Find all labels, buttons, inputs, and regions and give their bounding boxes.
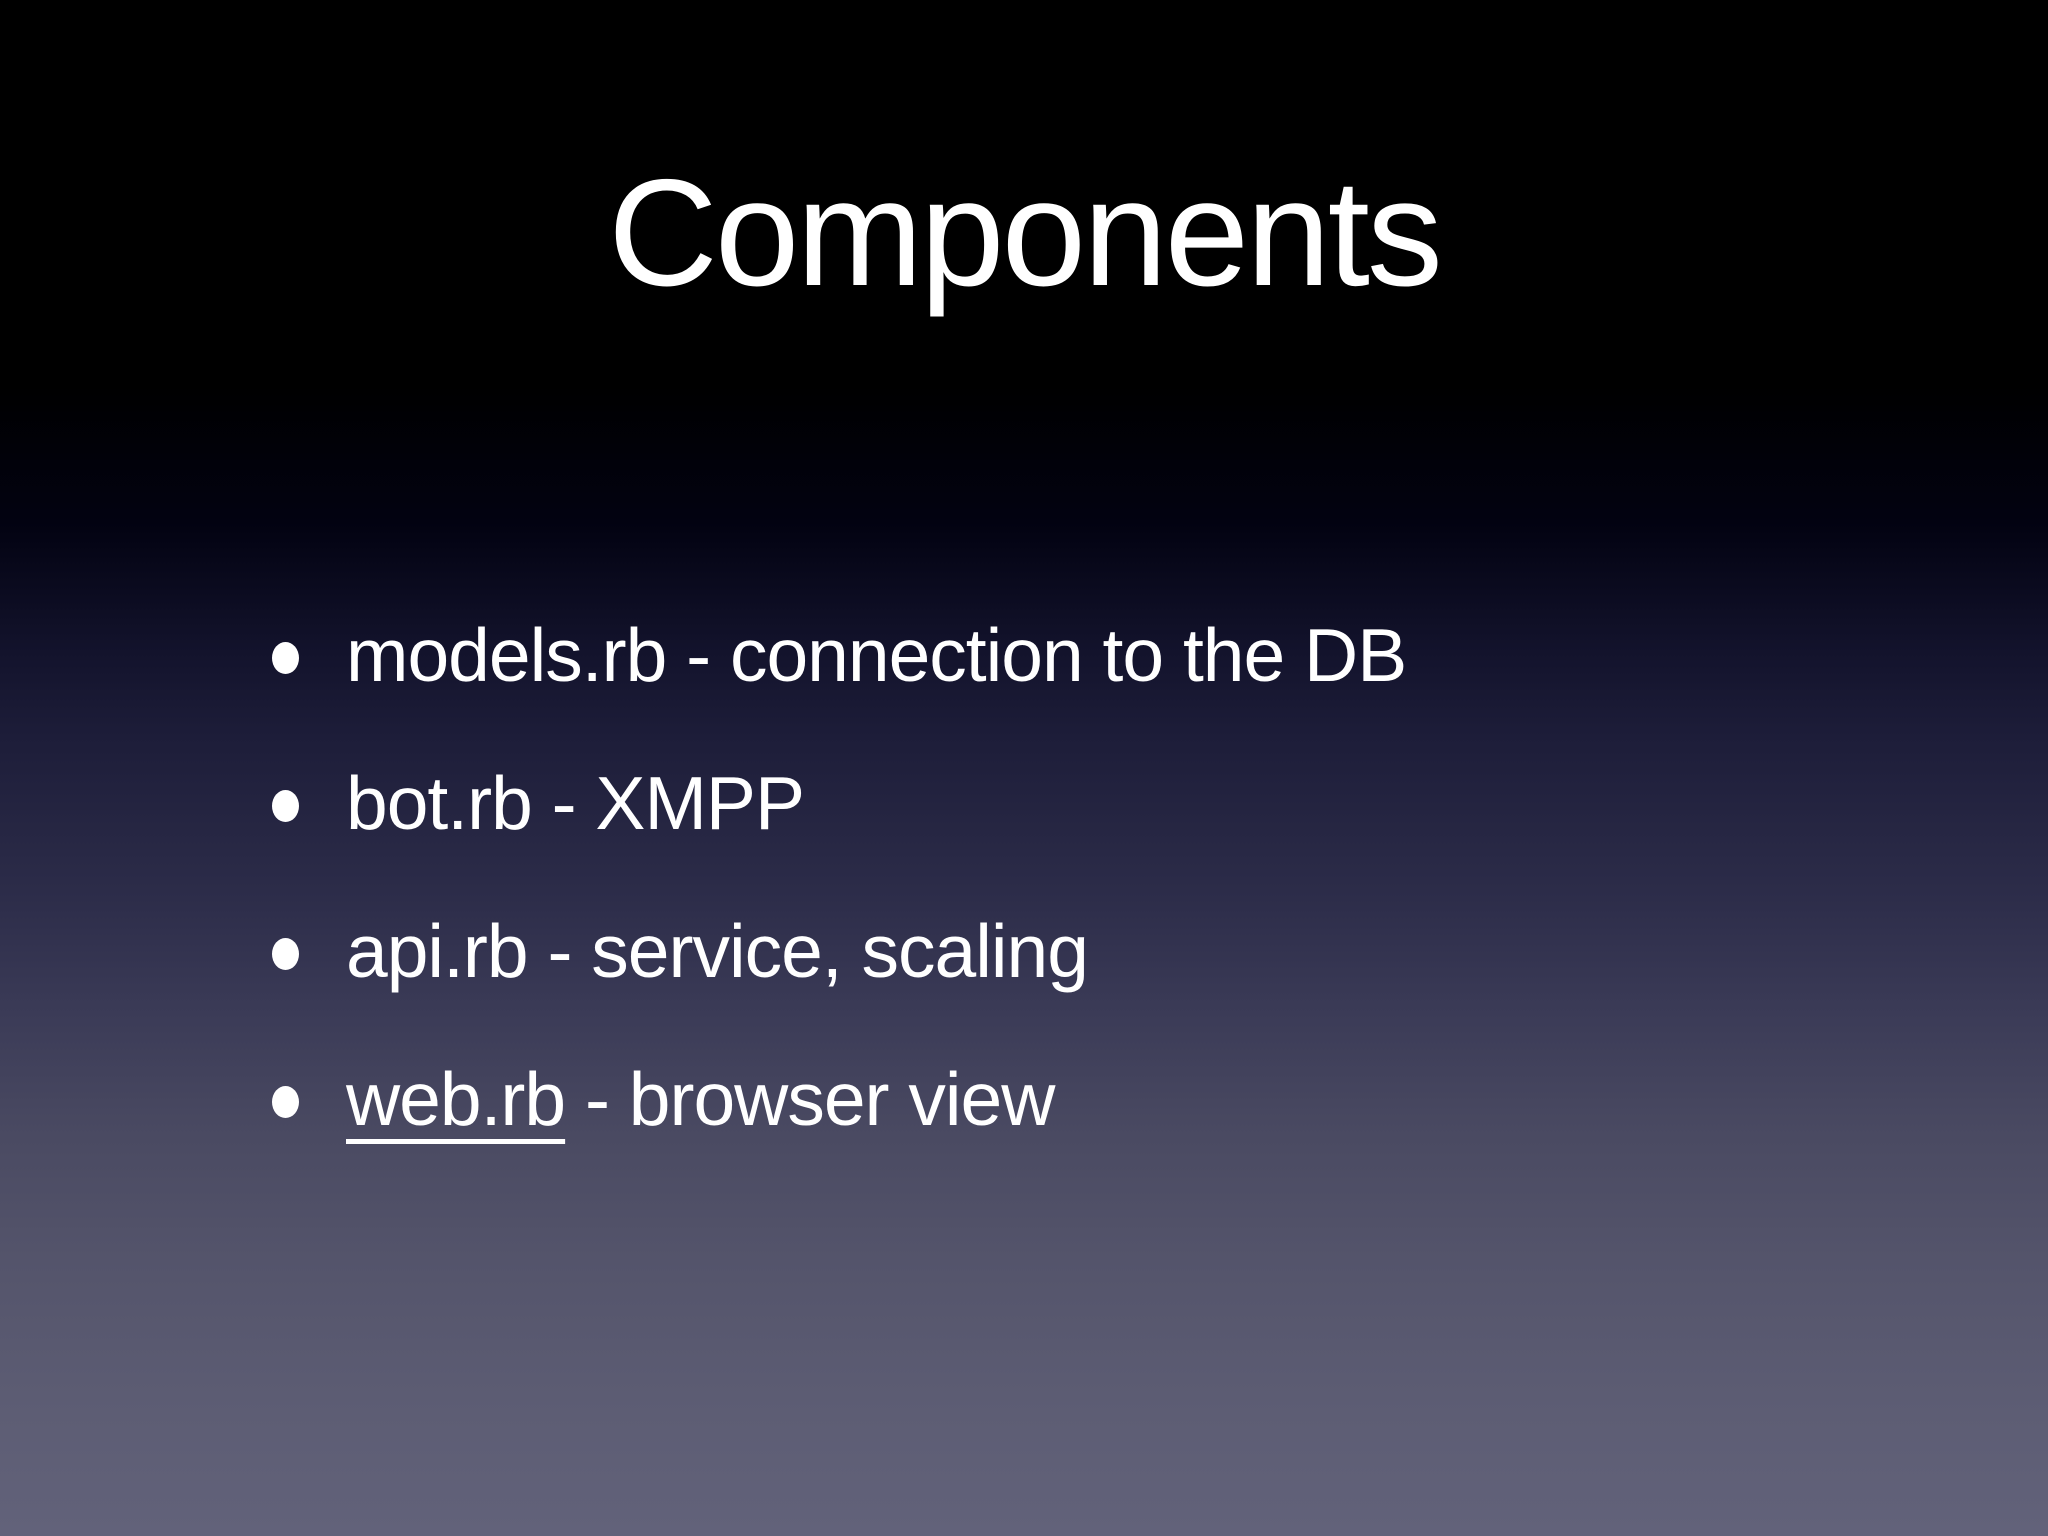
bullet-text: web.rb - browser view — [346, 1056, 1055, 1142]
bullet-item-bot-rb: bot.rb - XMPP — [272, 760, 1832, 846]
bullet-list: models.rb - connection to the DB bot.rb … — [272, 612, 1832, 1204]
web-rb-link[interactable]: web.rb — [346, 1057, 566, 1141]
bullet-dot-icon — [272, 1086, 299, 1118]
bullet-item-web-rb: web.rb - browser view — [272, 1056, 1832, 1142]
bullet-text: api.rb - service, scaling — [346, 909, 1089, 993]
bullet-dot-icon — [272, 938, 299, 970]
bullet-item-models-rb: models.rb - connection to the DB — [272, 612, 1832, 698]
bullet-dot-icon — [272, 790, 299, 822]
bullet-text: bot.rb - XMPP — [346, 761, 805, 845]
bullet-text: models.rb - connection to the DB — [346, 613, 1407, 697]
bullet-item-api-rb: api.rb - service, scaling — [272, 908, 1832, 994]
bullet-text-suffix: - browser view — [565, 1057, 1055, 1141]
bullet-dot-icon — [272, 642, 299, 674]
slide-title: Components — [608, 148, 1443, 318]
